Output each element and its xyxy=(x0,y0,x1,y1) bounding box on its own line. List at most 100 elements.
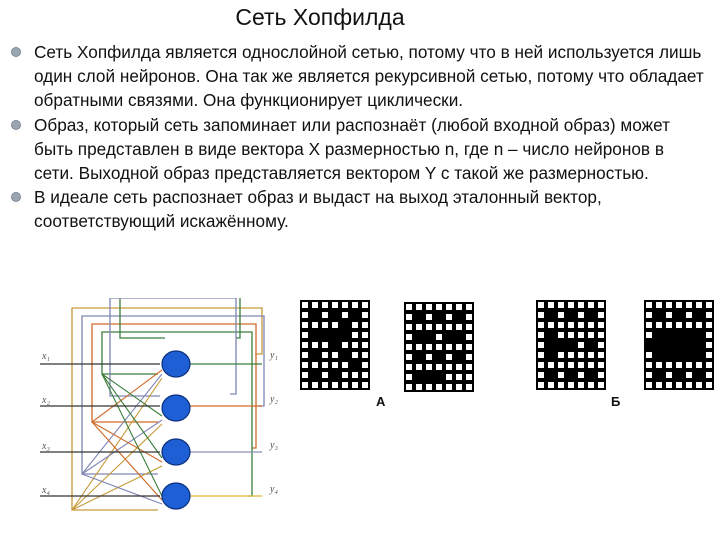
pattern-cell xyxy=(578,372,584,378)
pattern-cell xyxy=(406,374,412,380)
pattern-cell xyxy=(666,312,672,318)
pattern-label-a: А xyxy=(376,394,386,409)
pattern-cell xyxy=(686,322,692,328)
pattern-cell xyxy=(706,372,712,378)
pattern-cell xyxy=(302,362,308,368)
pattern-cell xyxy=(466,334,472,340)
pattern-cell xyxy=(426,304,432,310)
pattern-cell xyxy=(456,384,462,390)
pattern-cell xyxy=(426,384,432,390)
pattern-cell xyxy=(312,302,318,308)
neuron-4 xyxy=(161,482,191,510)
pattern-cell xyxy=(598,312,604,318)
pattern-cell xyxy=(548,302,554,308)
pattern-cell xyxy=(312,382,318,388)
pattern-cell xyxy=(588,362,594,368)
pattern-cell xyxy=(598,322,604,328)
pattern-cell xyxy=(696,302,702,308)
pattern-cell xyxy=(538,352,544,358)
pattern-cell xyxy=(426,354,432,360)
feedback-loop-1 xyxy=(71,307,263,511)
pattern-cell xyxy=(416,364,422,370)
pattern-cell xyxy=(706,382,712,388)
pattern-cell xyxy=(558,312,564,318)
neuron-3 xyxy=(161,438,191,466)
pattern-cell xyxy=(312,322,318,328)
pattern-cell xyxy=(686,382,692,388)
pattern-cell xyxy=(352,342,358,348)
pattern-cell xyxy=(598,332,604,338)
pattern-cell xyxy=(646,312,652,318)
pattern-cell xyxy=(406,364,412,370)
pattern-cell xyxy=(416,344,422,350)
pattern-cell xyxy=(466,314,472,320)
pattern-cell xyxy=(676,302,682,308)
pattern-cell xyxy=(696,382,702,388)
pattern-cell xyxy=(406,314,412,320)
pattern-cell xyxy=(302,322,308,328)
pattern-cell xyxy=(436,384,442,390)
output-label-2: y₂ xyxy=(269,394,278,405)
pattern-cell xyxy=(342,372,348,378)
pattern-cell xyxy=(426,364,432,370)
pattern-cell xyxy=(548,382,554,388)
pattern-cell xyxy=(302,372,308,378)
pattern-cell xyxy=(646,302,652,308)
pattern-cell xyxy=(666,362,672,368)
output-label-4: y₄ xyxy=(269,484,278,495)
bullet-item: Образ, который сеть запоминает или распо… xyxy=(8,113,708,186)
input-label-4: x₄ xyxy=(41,485,50,496)
pattern-grid-1 xyxy=(300,300,370,390)
pattern-cell xyxy=(538,322,544,328)
pattern-cell xyxy=(436,344,442,350)
pattern-cell xyxy=(342,342,348,348)
pattern-cell xyxy=(362,322,368,328)
pattern-cell xyxy=(578,332,584,338)
circle-bullet-icon xyxy=(11,119,21,130)
pattern-cell xyxy=(342,382,348,388)
pattern-cell xyxy=(538,312,544,318)
pattern-cell xyxy=(406,304,412,310)
pattern-cell xyxy=(302,342,308,348)
pattern-cell xyxy=(558,322,564,328)
pattern-cell xyxy=(706,302,712,308)
pattern-cell xyxy=(456,304,462,310)
pattern-cell xyxy=(362,352,368,358)
pattern-cell xyxy=(302,302,308,308)
pattern-cell xyxy=(406,334,412,340)
pattern-cell xyxy=(646,352,652,358)
pattern-cell xyxy=(456,344,462,350)
pattern-cell xyxy=(646,372,652,378)
pattern-cell xyxy=(416,304,422,310)
pattern-cell xyxy=(598,372,604,378)
pattern-cell xyxy=(466,354,472,360)
pattern-cell xyxy=(302,312,308,318)
pattern-cell xyxy=(706,322,712,328)
hopfield-network-diagram: x₁ x₂ x₃ x₄ y₁ y₂ y₃ y₄ xyxy=(40,295,714,511)
input-label-3: x₃ xyxy=(41,441,50,452)
pattern-cell xyxy=(322,342,328,348)
pattern-cell xyxy=(322,322,328,328)
circle-bullet-icon xyxy=(11,47,21,57)
pattern-cell xyxy=(598,352,604,358)
pattern-cell xyxy=(342,312,348,318)
pattern-cell xyxy=(456,374,462,380)
pattern-cell xyxy=(362,372,368,378)
pattern-cell xyxy=(436,304,442,310)
pattern-cell xyxy=(538,302,544,308)
pattern-cell xyxy=(558,302,564,308)
pattern-cell xyxy=(406,344,412,350)
pattern-cell xyxy=(646,382,652,388)
pattern-cell xyxy=(322,362,328,368)
pattern-cell xyxy=(352,302,358,308)
pattern-cell xyxy=(466,324,472,330)
pattern-cell xyxy=(656,382,662,388)
pattern-cell xyxy=(342,302,348,308)
pattern-cell xyxy=(656,362,662,368)
pattern-cell xyxy=(578,312,584,318)
pattern-cell xyxy=(332,362,338,368)
pattern-cell xyxy=(322,312,328,318)
pattern-cell xyxy=(352,332,358,338)
pattern-grid-4 xyxy=(644,300,714,390)
pattern-cell xyxy=(558,382,564,388)
